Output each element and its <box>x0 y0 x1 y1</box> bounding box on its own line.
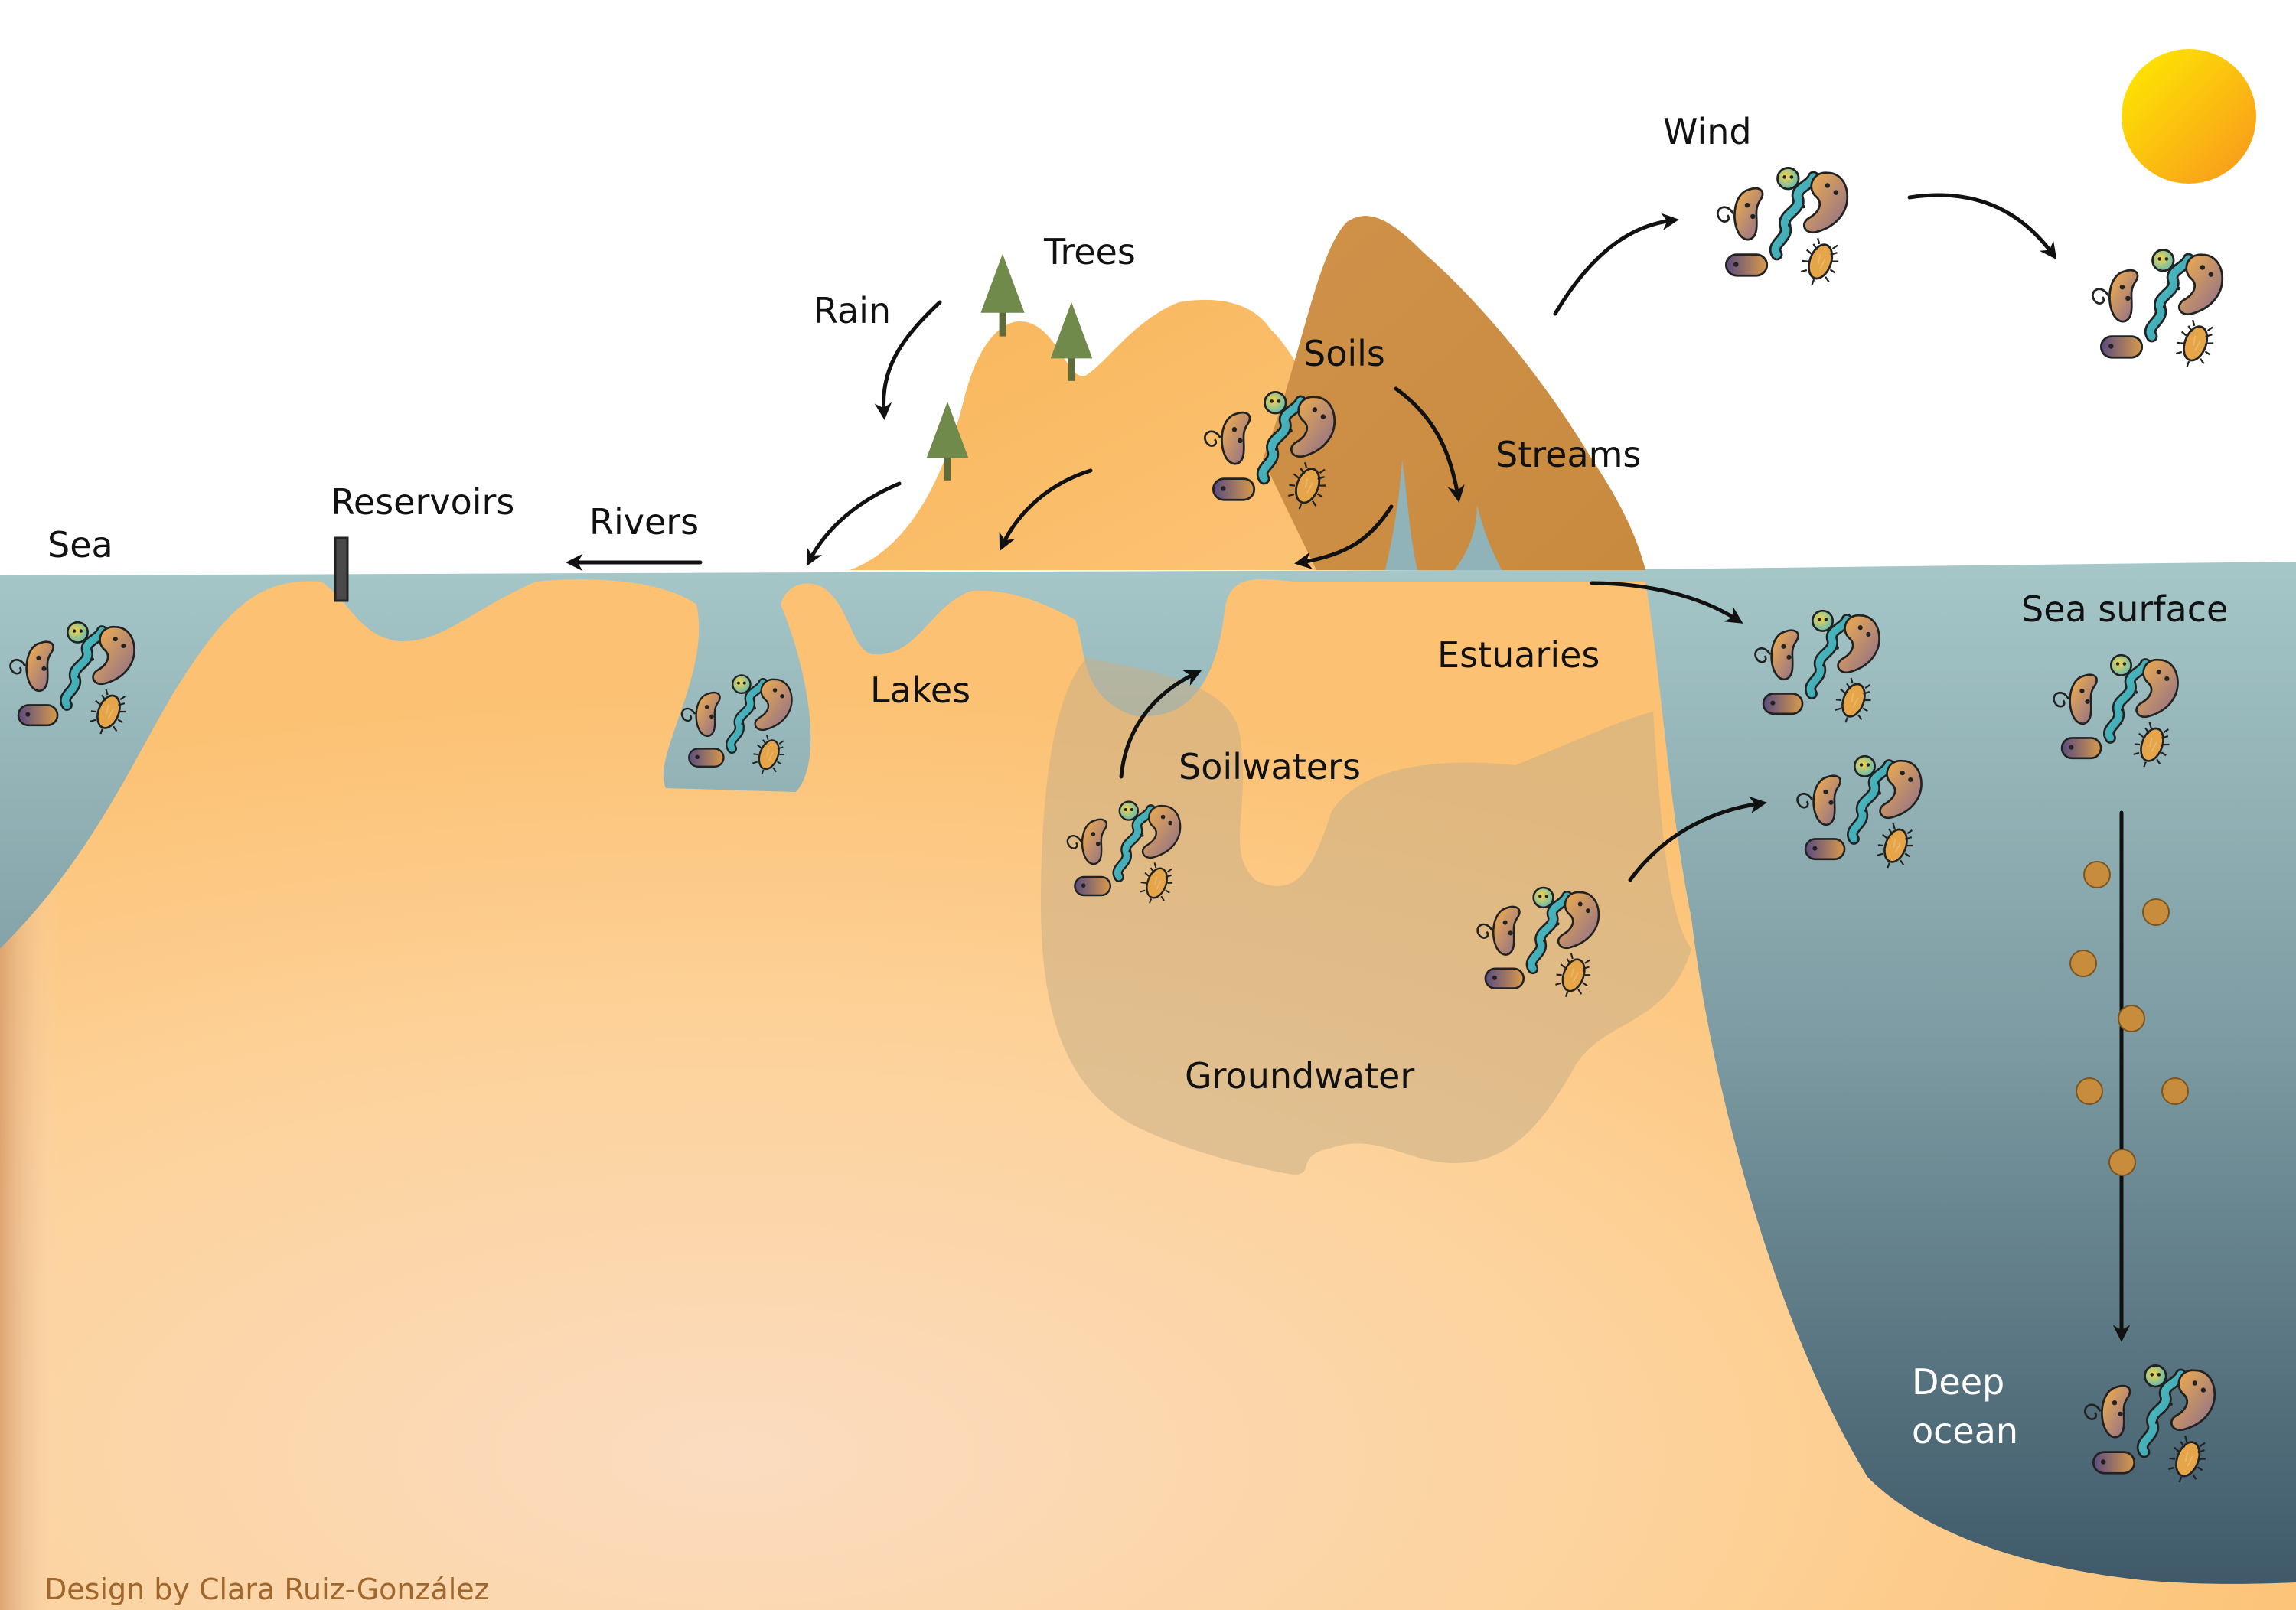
microbe-cluster-icon <box>1717 168 1847 290</box>
wind-up-arrow <box>1553 213 1679 316</box>
groundwater-to-sea-arrow <box>1628 796 1767 882</box>
design-credit: Design by Clara Ruiz-González <box>44 1573 490 1606</box>
label-lakes: Lakes <box>870 670 970 711</box>
label-wind: Wind <box>1663 111 1752 152</box>
stream-channel <box>1385 459 1417 570</box>
stream-channel <box>1454 505 1502 570</box>
hill-runoff-arrow <box>999 468 1093 552</box>
estuary-arrow <box>1590 581 1743 624</box>
soil-to-water-arrow <box>1294 504 1394 569</box>
label-sea: Sea <box>47 524 113 565</box>
rain-arrow <box>874 300 942 420</box>
orange-hill <box>850 299 1385 570</box>
label-soils: Soils <box>1303 333 1385 374</box>
groundwater-zone <box>1041 658 1691 1175</box>
label-rivers: Rivers <box>589 501 699 543</box>
soilwater-arrow <box>1119 670 1202 779</box>
sun-icon <box>2122 49 2256 184</box>
microbe-cluster-icon <box>2092 249 2222 372</box>
sinking-particles <box>2069 861 2189 1176</box>
label-deep-ocean-line1: Deep <box>1912 1361 2004 1403</box>
wind-across-arrow <box>1907 193 2057 260</box>
label-trees: Trees <box>1043 231 1136 272</box>
label-groundwater: Groundwater <box>1185 1055 1414 1097</box>
label-soilwaters: Soilwaters <box>1179 746 1361 787</box>
hill-runoff-arrow <box>806 481 902 566</box>
streams-arrow <box>1394 386 1465 503</box>
land-shadow <box>0 689 199 1610</box>
brown-mountain <box>1263 216 1645 570</box>
reservoir-dam-icon <box>334 536 349 602</box>
label-streams: Streams <box>1495 434 1641 475</box>
label-sea-surface: Sea surface <box>2021 588 2228 630</box>
label-rain: Rain <box>814 290 891 331</box>
label-deep-ocean-line2: ocean <box>1912 1410 2018 1452</box>
label-estuaries: Estuaries <box>1437 634 1600 676</box>
label-reservoirs: Reservoirs <box>331 481 514 523</box>
